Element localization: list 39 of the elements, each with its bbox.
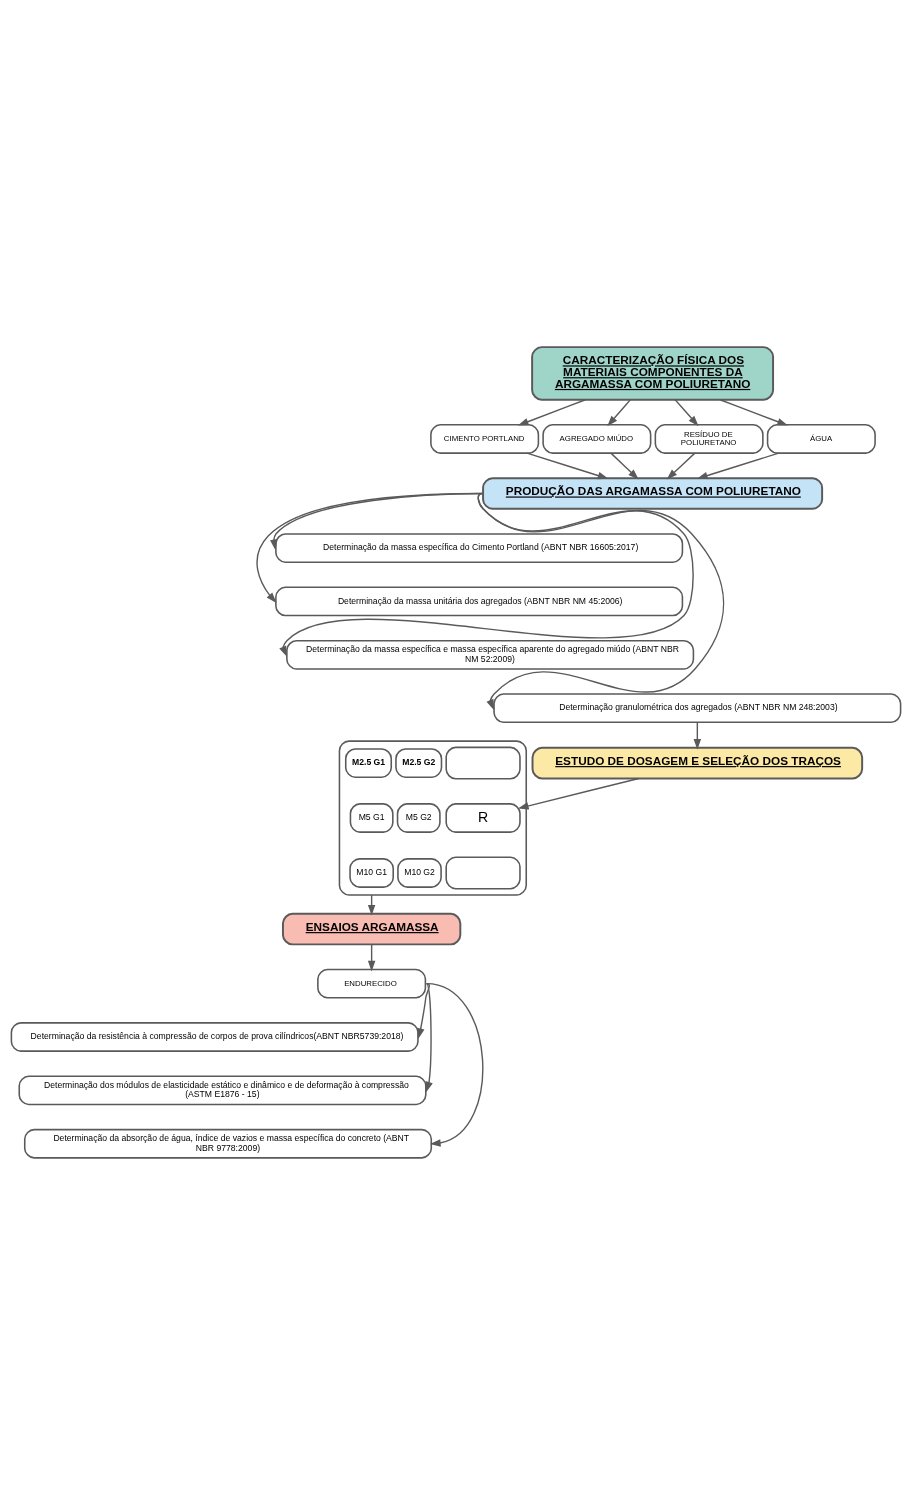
node-box	[445, 746, 521, 780]
node-box: CIMENTO PORTLAND	[430, 424, 540, 454]
node-box: Determinação da massa específica e massa específica aparente do agregado miúdo (ABNT NBR NM 52:2009)	[286, 639, 695, 670]
node-box: Determinação granulométrica dos agregados (ABNT NBR NM 248:2003)	[493, 693, 902, 724]
node-box: Determinação da resistência à compressão de corpos de prova cilíndricos(ABNT NBR5739:2018)	[10, 1022, 419, 1052]
arrow	[517, 399, 587, 426]
node-box: M10 G1	[349, 858, 394, 888]
node-box: ESTUDO DE DOSAGEM E SELEÇÃO DOS TRAÇOS	[531, 746, 864, 780]
node-box: CARACTERIZAÇÃO FÍSICA DOS MATERIAIS COMPONENTES DA ARGAMASSA COM POLIURETANO	[531, 346, 775, 401]
node-box: Determinação da absorção de água, índice de vazios e massa específica do concreto (ABNT NBR 9778:2009)	[23, 1128, 433, 1159]
node-box: Determinação da massa específica do Cimento Portland (ABNT NBR 16605:2017)	[275, 533, 684, 563]
node-box: ÁGUA	[766, 424, 876, 454]
arrow	[425, 982, 433, 1093]
arrow	[607, 399, 631, 427]
node-box: RESÍDUO DE POLIURETANO	[654, 424, 764, 454]
arrow	[425, 982, 484, 1147]
node-box: ENSAIOS ARGAMASSA	[281, 912, 462, 946]
arrow	[666, 452, 696, 480]
arrow	[256, 492, 483, 604]
node-box	[445, 856, 521, 890]
node-box: M5 G1	[349, 803, 394, 833]
arrow	[477, 492, 725, 711]
node-box: M2.5 G2	[395, 748, 443, 778]
node-box: R	[445, 803, 521, 833]
arrow	[610, 452, 639, 480]
node-box: M10 G2	[397, 858, 442, 888]
node-box: M5 G2	[396, 803, 441, 833]
arrow	[674, 399, 699, 427]
arrow	[517, 777, 640, 810]
arrow	[526, 452, 609, 480]
arrow	[417, 982, 431, 1040]
arrow	[697, 452, 780, 480]
node-box: AGREGADO MIÚDO	[542, 424, 652, 454]
arrow	[719, 399, 788, 426]
node-box: Determinação dos módulos de elasticidade estático e dinâmico e de deformação à compressão (ASTM E1876 - 15)	[18, 1075, 427, 1106]
node-box: Determinação da massa unitária dos agregados (ABNT NBR NM 45:2006)	[275, 586, 684, 617]
node-box: ENDURECIDO	[317, 968, 427, 999]
node-box: M2.5 G1	[344, 748, 393, 778]
node-box: PRODUÇÃO DAS ARGAMASSA COM POLIURETANO	[482, 477, 824, 510]
